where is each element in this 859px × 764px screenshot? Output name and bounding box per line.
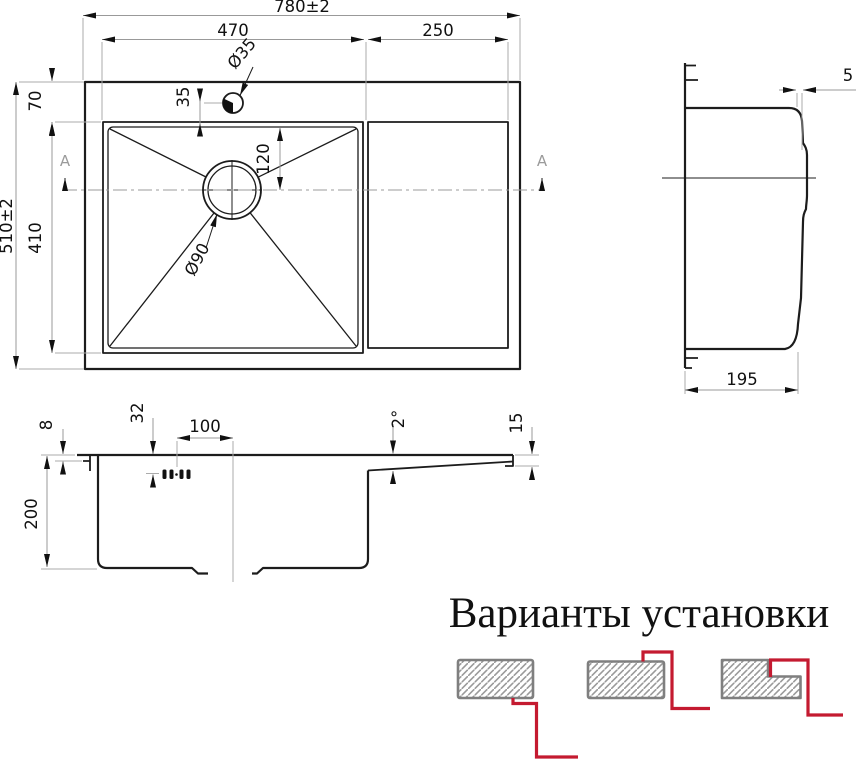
wing-sloped-surface	[367, 460, 514, 472]
dim-edge-height: 15	[507, 413, 539, 480]
left-rim-lip	[83, 456, 91, 471]
plan-view: A A 780±2 470 250 510±2 410	[0, 0, 548, 371]
dim-text-bowl-depth: 410	[26, 222, 45, 254]
installation-options: Варианты установки	[449, 590, 843, 759]
sink-profile-red	[511, 698, 578, 759]
label-text-faucet-dia: Ø35	[224, 34, 260, 72]
section-letter-left: A	[60, 152, 71, 170]
extension-lines	[82, 18, 521, 80]
overflow-holes	[162, 469, 191, 479]
extension-lines	[176, 441, 234, 582]
dim-text-rim-to-bowl: 70	[26, 91, 45, 112]
install-option-undermount	[456, 658, 578, 759]
dim-text-drain-from-top: 120	[254, 143, 273, 175]
dim-text-overall-depth: 510±2	[0, 198, 16, 254]
bowl-slope-diagonals	[109, 128, 357, 347]
label-text-drain-dia: Ø90	[181, 240, 214, 279]
side-view: 5 195	[662, 63, 856, 394]
dim-overall-depth: 510±2	[0, 81, 84, 370]
section-view: 8 200 32 100 2°	[22, 403, 539, 582]
installation-title: Варианты установки	[449, 590, 830, 637]
extension-lines	[55, 121, 101, 354]
side-outline	[662, 63, 816, 369]
bowl-inner-edge	[107, 126, 359, 349]
dim-faucet-offset: 35	[174, 87, 222, 137]
extension-lines	[796, 93, 803, 150]
install-option-overmount	[586, 650, 710, 711]
dim-bowl-inner-depth: 200	[22, 454, 97, 570]
dim-wing-slope: 2°	[389, 410, 408, 484]
faucet-hole-wedge	[222, 98, 233, 114]
leader-line	[239, 66, 254, 96]
dim-text-body-depth: 195	[726, 370, 758, 389]
bowl-outer-edge	[102, 121, 364, 354]
dim-rim-to-bowl: 70	[26, 68, 55, 136]
dim-overflow-to-drain: 100	[176, 417, 234, 582]
extension-lines	[101, 42, 367, 120]
dim-text-bowl-inner-depth: 200	[22, 498, 41, 530]
label-drain-diameter: Ø90	[181, 213, 218, 279]
dim-overflow-center: 32	[128, 403, 159, 488]
drainboard-wing	[367, 121, 509, 349]
side-body-profile	[685, 106, 809, 351]
dim-text-rim-edge: 5	[843, 66, 854, 85]
dim-text-wing-width: 250	[422, 21, 454, 40]
extension-lines	[515, 454, 539, 467]
install-option-flushmount	[720, 658, 843, 717]
countertop-hatch-rebated	[720, 658, 802, 700]
sink-outer-rim	[83, 80, 522, 371]
dim-overall-width: 780±2	[82, 0, 521, 80]
dim-text-overall-width: 780±2	[274, 0, 330, 16]
dim-text-bowl-width: 470	[217, 21, 249, 40]
bowl-bottom-and-right-wall	[252, 470, 370, 575]
label-faucet-diameter: Ø35	[224, 34, 260, 96]
dim-bowl-width: 470	[101, 21, 367, 120]
extension-lines	[41, 454, 97, 570]
dim-body-depth: 195	[684, 352, 799, 394]
bowl-left-wall-and-bottom	[96, 455, 208, 575]
dim-text-overflow-to-drain: 100	[189, 417, 221, 436]
section-outline	[77, 453, 514, 575]
dim-text-overflow-center: 32	[128, 403, 147, 424]
countertop-hatch	[456, 658, 535, 700]
leader-line	[205, 213, 218, 249]
extension-lines	[19, 81, 84, 370]
dim-text-wing-slope: 2°	[389, 410, 408, 429]
sink-profile-red	[768, 658, 843, 717]
plan-outline	[63, 80, 545, 371]
mounting-clip-ticks	[685, 64, 698, 369]
right-edge-hook	[505, 455, 514, 467]
countertop-hatch	[586, 660, 666, 700]
dim-text-faucet-offset: 35	[174, 87, 193, 108]
dim-drain-from-top: 120	[254, 128, 283, 190]
dim-text-rim-lip: 8	[37, 420, 56, 431]
sink-profile-red	[641, 650, 710, 711]
dim-bowl-depth: 410	[26, 121, 101, 354]
dim-text-edge-height: 15	[507, 413, 526, 434]
dim-wing-width: 250	[368, 21, 509, 120]
dim-rim-edge: 5	[779, 66, 856, 150]
section-letter-right: A	[537, 152, 548, 170]
dim-rim-lip: 8	[37, 420, 82, 475]
section-cut-markers: A A	[60, 152, 548, 191]
